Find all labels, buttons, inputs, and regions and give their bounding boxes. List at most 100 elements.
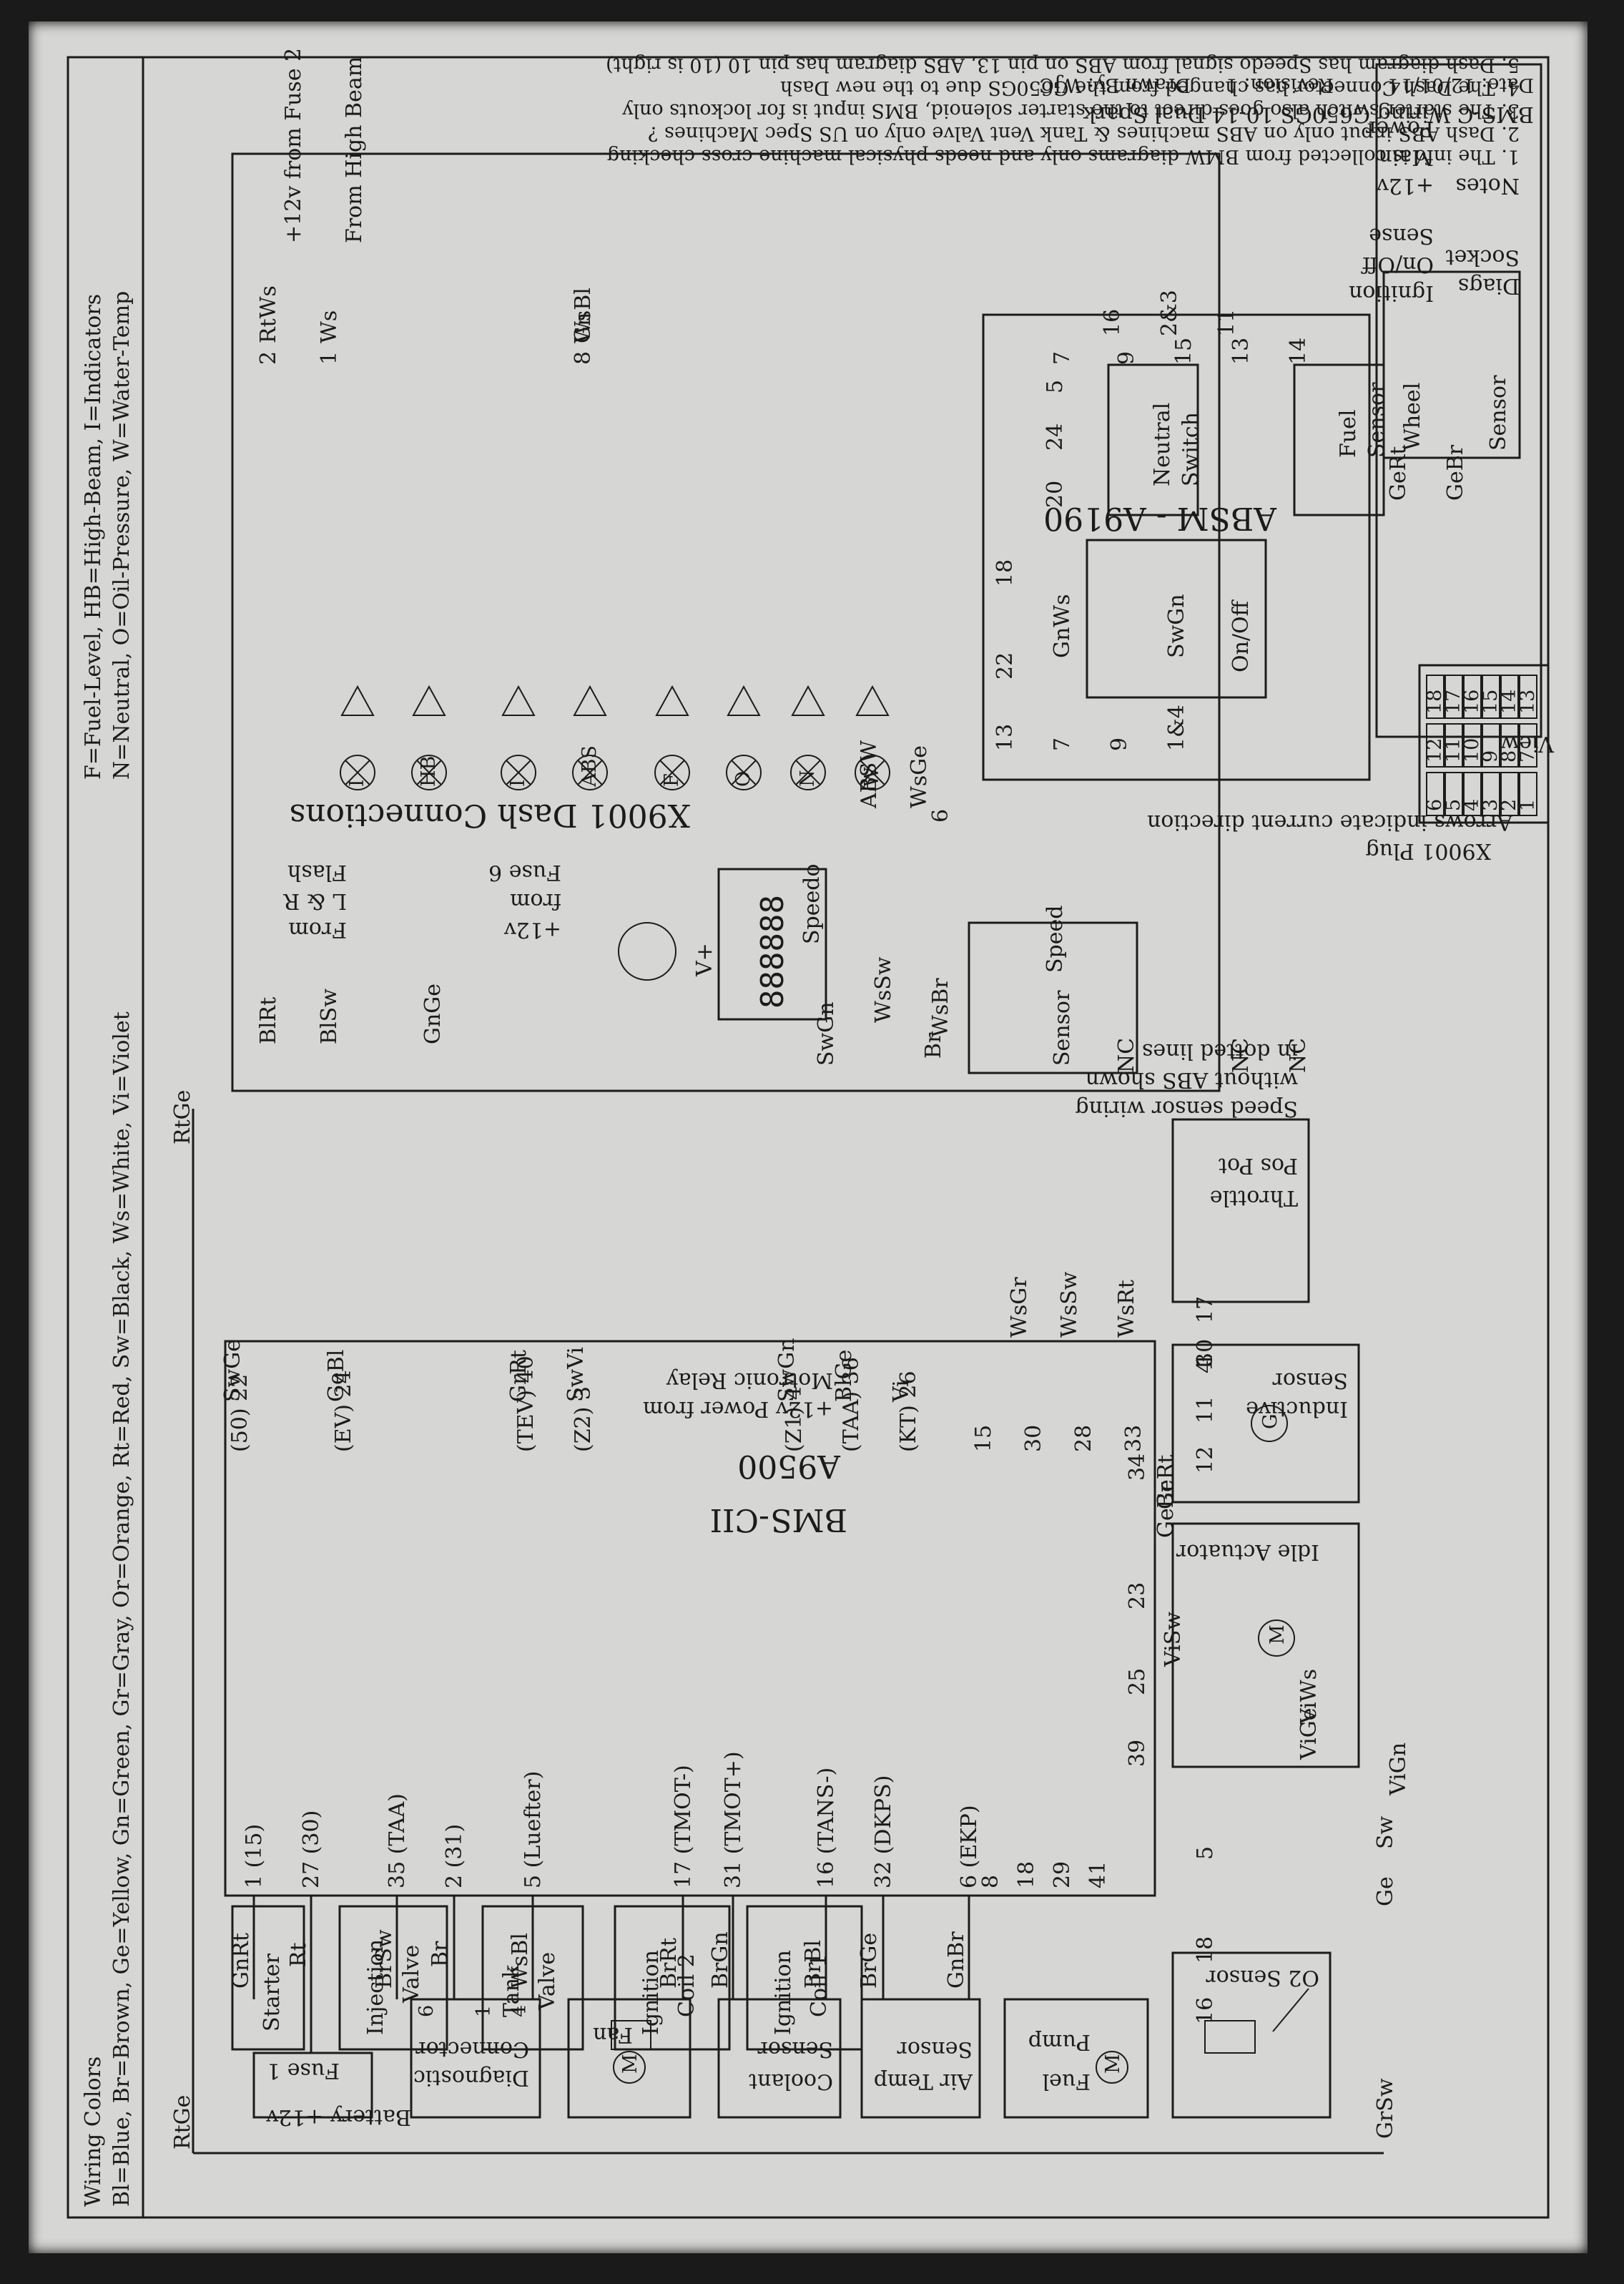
right-components: RtGe Starter Injection Valve Tank Valve …: [170, 1090, 863, 2051]
indicator-lamp-icon: [411, 755, 447, 790]
dash-connections: X9001 Dash Connections From L & R Flash …: [231, 48, 1389, 2024]
paper-photo: Wiring Colors Bl=Blue, Br=Brown, Ge=Yell…: [29, 21, 1613, 2253]
from-fuse6-3: Fuse 6: [488, 860, 561, 885]
abs-pin: 20: [1043, 481, 1068, 508]
lamp-label: ABS: [579, 745, 601, 788]
dash-pin-right: 14: [1286, 338, 1311, 365]
plug-pin-number: 14: [1498, 690, 1520, 714]
notes-title: Notes: [1455, 173, 1520, 198]
plug-pin-number: 15: [1480, 690, 1502, 714]
ecu-power-label-2: Motronic Relay: [666, 1368, 833, 1393]
lamp-cross-icon: [659, 760, 685, 785]
wire-gnbr: GnBr: [944, 1931, 969, 1989]
wire-swgn-abs: SwGn: [1164, 594, 1189, 658]
ecu-top-wire-labels: SwGe GeBl GrRt SwVi SwGn BlGe Vi: [220, 1338, 914, 1403]
plug-pin-number: 3: [1480, 799, 1502, 811]
ecu-top-pin: (Z1) 4: [782, 1386, 807, 1452]
plug-cell: [1445, 723, 1463, 768]
indicator-codes-2: N=Neutral, O=Oil-Pressure, W=Water-Temp: [109, 291, 134, 780]
ecu-left-pin: 32 (DKPS): [871, 1775, 896, 1888]
lamp-label: O: [732, 771, 754, 787]
abs-module: ABSM - A9190 Ignition On/Off Sense +12v …: [857, 116, 1521, 1121]
dash-pin-right: 9: [1114, 351, 1139, 365]
indicator-lamp-icon: [340, 755, 375, 790]
neutral-label-2: Switch: [1178, 412, 1204, 486]
diode-icon: [412, 685, 446, 716]
dash-pin-right: 1: [317, 351, 342, 365]
abs-power-1: +12v: [1377, 173, 1434, 198]
abs-pin: 7: [1050, 737, 1075, 751]
air-temp-sensor-box: [860, 1998, 981, 2119]
ecu-top-pin: (EV) 24: [331, 1370, 356, 1452]
wire-wsbr: WsBr: [928, 978, 953, 1037]
ecu-bottom-pin: 25: [1125, 1668, 1150, 1695]
wire-rtge-top: RtGe: [170, 1090, 195, 1145]
plug-cell: [1463, 723, 1482, 768]
wiring-diagram: Wiring Colors Bl=Blue, Br=Brown, Ge=Yell…: [67, 48, 1613, 2219]
o2-label: O2 Sensor: [1206, 1965, 1319, 1990]
coolant-sensor-box: [717, 1998, 842, 2119]
wire-blrt: BlRt: [256, 997, 281, 1044]
lamp-label: I: [507, 779, 529, 787]
lamp-cross-icon: [577, 760, 603, 785]
notes-section: Arrows indicate current direction Notes1…: [606, 54, 1520, 835]
abs-pin: 13: [993, 724, 1018, 751]
diode-icon: [573, 685, 607, 716]
abs-name: ABSM - A9190: [1043, 500, 1277, 536]
indicator-lamp-icon: [855, 755, 890, 790]
dash-pin-left: 3: [1193, 1353, 1218, 1366]
injection-label-2: Valve: [399, 1945, 424, 2004]
svg-text:G: G: [1259, 1413, 1281, 1429]
lamp-label: W: [861, 767, 883, 787]
lamp-label: F: [661, 773, 683, 787]
ecu-bottom-pin: 23: [1125, 1582, 1150, 1609]
wire-gebr: GeBr: [1153, 1481, 1178, 1538]
wire-br-dash: Br: [921, 1032, 946, 1059]
plug-cell: [1445, 675, 1463, 719]
wire-wsge: WsGe: [907, 745, 932, 808]
wire-ws: Ws: [317, 310, 342, 343]
dash-pin-left: 18: [1193, 1936, 1218, 1964]
fan-label: Fan: [593, 2022, 633, 2047]
idle-motor-icon: [1258, 1619, 1295, 1657]
plug-cell: [1500, 723, 1519, 768]
from-fuse6-2: from: [510, 888, 561, 913]
ecu-top-pin: 28: [1071, 1425, 1096, 1452]
idle-actuator-box: [1171, 1522, 1360, 1768]
svg-text:M: M: [1102, 2054, 1124, 2074]
ecu-top-pin: (Z2) 3: [571, 1386, 596, 1452]
plug-cell: [1426, 772, 1445, 816]
ecu-left-pin: 8: [978, 1875, 1003, 1888]
title-block-drawn: Drawn By: WJC: [1039, 74, 1191, 96]
plug-cell: [1482, 772, 1500, 816]
indicator-lamp-icon: [501, 755, 536, 790]
wire-wsbl: WsBl: [508, 1933, 533, 1989]
ecu-left-pin: 16 (TANS-): [814, 1768, 839, 1888]
color-legend: Wiring Colors Bl=Blue, Br=Brown, Ge=Yell…: [81, 57, 144, 2217]
note-item: 3. The starter switch also goes direct t…: [621, 99, 1520, 122]
plug-pin-number: 16: [1461, 690, 1483, 714]
plug-pin-number: 1: [1517, 799, 1539, 811]
throttle-label-2: Pos Pot: [1219, 1153, 1298, 1178]
wiring-colors-title: Wiring Colors: [81, 2057, 106, 2207]
wire-blsw: BlSw: [317, 989, 342, 1044]
lamp-cross-icon: [795, 760, 821, 785]
indicator-codes-1: F=Fuel-Level, HB=High-Beam, I=Indicators: [81, 294, 106, 780]
indicator-lamp-icon: [726, 755, 762, 790]
plug-cell: [1519, 675, 1537, 719]
ecu-bms-cii: BMS-CII A9500 +12v Power from Motronic R…: [224, 1340, 1156, 1897]
wiring-color-codes: Bl=Blue, Br=Brown, Ge=Yellow, Gn=Green, …: [109, 1011, 134, 2207]
wire-wssw: WsSw: [1057, 1271, 1082, 1338]
wire-swvi: SwVi: [564, 1347, 589, 1402]
wire-ge: Ge: [1373, 1876, 1398, 1906]
plug-cell: [1519, 723, 1537, 768]
from-flash-2: L & R: [282, 888, 347, 913]
plug-cell: [1463, 772, 1482, 816]
dash-title: X9001 Dash Connections: [290, 797, 690, 833]
note-item: 5. Dash diagram has Speedo signal from A…: [606, 54, 1520, 76]
dash-pin-left: 12: [1193, 1446, 1218, 1474]
